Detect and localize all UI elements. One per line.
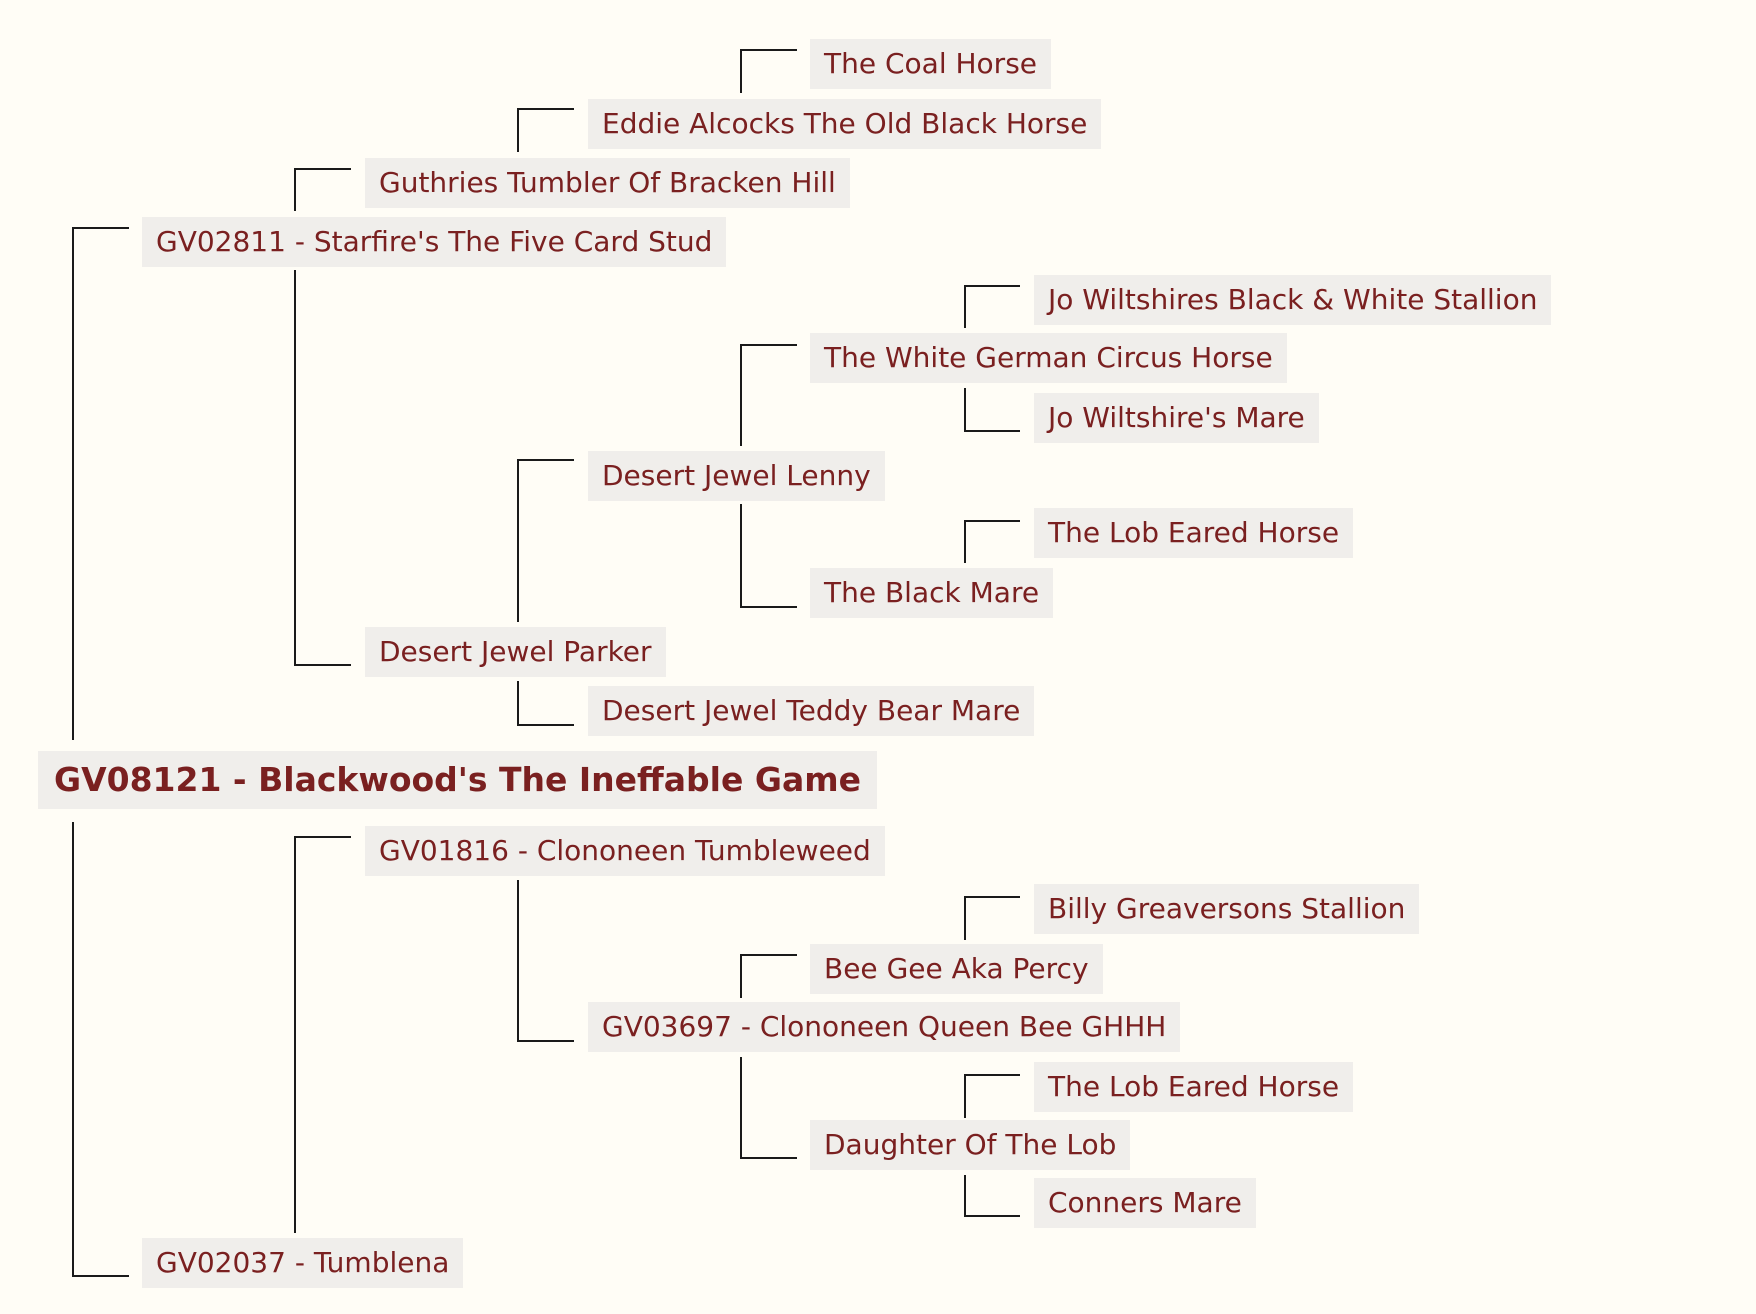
node-sire-sire-sire[interactable]: Eddie Alcocks The Old Black Horse (588, 99, 1102, 149)
node-sire-sire-sire-sire[interactable]: The Coal Horse (810, 39, 1052, 89)
connector-queenbee-dam (740, 1057, 797, 1159)
node-sire-dam-sire[interactable]: Desert Jewel Lenny (588, 451, 885, 501)
node-sire-dam[interactable]: Desert Jewel Parker (365, 627, 666, 677)
connector-root-sire (72, 227, 129, 740)
connector-sire-sire (294, 168, 351, 211)
connector-queenbee-sire (740, 954, 797, 998)
node-dam-sire-dam-dam-dam[interactable]: Conners Mare (1034, 1178, 1256, 1228)
node-dam-sire[interactable]: GV01816 - Clononeen Tumbleweed (365, 826, 885, 876)
connector-circus-sire (964, 285, 1020, 328)
node-sire-dam-sire-dam[interactable]: The Black Mare (810, 568, 1054, 618)
connector-root-dam (72, 822, 129, 1277)
connector-daughter-dam (964, 1175, 1020, 1217)
connector-parker-dam (517, 681, 574, 726)
connector-sire-dam (294, 270, 351, 666)
connector-parker-sire (517, 459, 574, 622)
connector-tumbleweed-dam (517, 880, 574, 1042)
connector-guthries-sire (517, 108, 574, 152)
node-sire-dam-sire-dam-sire[interactable]: The Lob Eared Horse (1034, 508, 1354, 558)
connector-circus-dam (964, 388, 1020, 432)
node-dam-sire-dam-sire-sire[interactable]: Billy Greaversons Stallion (1034, 884, 1420, 934)
node-sire-sire[interactable]: Guthries Tumbler Of Bracken Hill (365, 158, 850, 208)
node-dam-sire-dam-dam-sire[interactable]: The Lob Eared Horse (1034, 1062, 1354, 1112)
node-sire-dam-dam[interactable]: Desert Jewel Teddy Bear Mare (588, 686, 1035, 736)
node-dam[interactable]: GV02037 - Tumblena (142, 1238, 464, 1288)
connector-lenny-sire (740, 344, 797, 446)
connector-lenny-dam (740, 504, 797, 608)
node-sire[interactable]: GV02811 - Starfire's The Five Card Stud (142, 217, 727, 267)
connector-beegee-sire (964, 896, 1020, 940)
node-root[interactable]: GV08121 - Blackwood's The Ineffable Game (38, 751, 877, 809)
connector-daughter-sire (964, 1074, 1020, 1118)
connector-blackmare-sire (964, 520, 1020, 563)
connector-eddie-sire (740, 49, 797, 93)
node-dam-sire-dam-sire[interactable]: Bee Gee Aka Percy (810, 944, 1103, 994)
node-sire-dam-sire-sire-sire[interactable]: Jo Wiltshires Black & White Stallion (1034, 275, 1552, 325)
node-sire-dam-sire-sire-dam[interactable]: Jo Wiltshire's Mare (1034, 393, 1319, 443)
node-sire-dam-sire-sire[interactable]: The White German Circus Horse (810, 333, 1287, 383)
node-dam-sire-dam[interactable]: GV03697 - Clononeen Queen Bee GHHH (588, 1002, 1181, 1052)
node-dam-sire-dam-dam[interactable]: Daughter Of The Lob (810, 1120, 1131, 1170)
connector-dam-sire (294, 836, 351, 1233)
